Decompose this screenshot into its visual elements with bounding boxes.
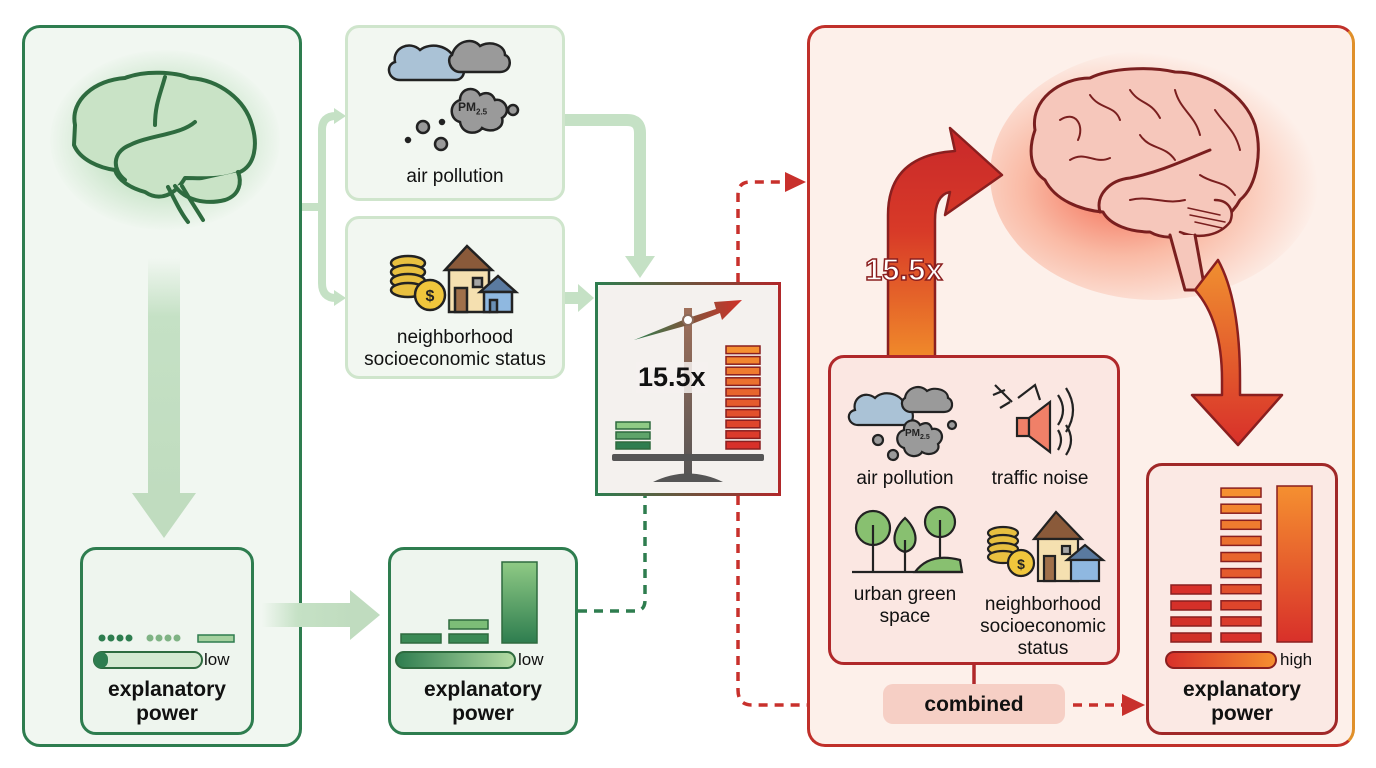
right-factor-green-space-2: space bbox=[879, 606, 931, 627]
right-factor-air-pollution: air pollution bbox=[856, 468, 954, 489]
right-power-label-1: explanatory bbox=[1183, 678, 1301, 701]
right-factor-ses-1: neighborhood bbox=[984, 594, 1102, 615]
right-power-level: high bbox=[1280, 650, 1313, 669]
right-factor-traffic-noise: traffic noise bbox=[991, 468, 1089, 489]
right-factor-ses-3: status bbox=[1017, 638, 1069, 659]
air-pollution-pm-label: PM2.5 bbox=[458, 100, 487, 116]
right-multiplier: 15.5x bbox=[864, 251, 943, 288]
dashed-connector-top-red bbox=[736, 180, 790, 282]
combined-label: combined bbox=[924, 693, 1024, 716]
left-power-label-2: power bbox=[136, 702, 198, 725]
left-power-label-1: explanatory bbox=[108, 678, 226, 701]
factor-label-neighborhood-2: socioeconomic status bbox=[364, 349, 546, 370]
arrow-ses-to-scale bbox=[565, 284, 594, 312]
factor-label-air-pollution: air pollution bbox=[406, 166, 504, 187]
right-pm-label: PM2.5 bbox=[905, 428, 930, 441]
scale-multiplier: 15.5x bbox=[636, 362, 708, 393]
factor-label-neighborhood-1: neighborhood bbox=[396, 327, 514, 348]
arrow-air-to-scale bbox=[565, 114, 655, 278]
brain-glow-red bbox=[990, 50, 1320, 300]
pm-sub: 2.5 bbox=[476, 107, 488, 117]
pm-text-right: PM bbox=[905, 428, 920, 439]
brain-glow bbox=[50, 50, 280, 230]
right-power-label-2: power bbox=[1211, 702, 1273, 725]
combined-pill bbox=[883, 684, 1065, 724]
dashed-arrowhead-top-red bbox=[785, 172, 806, 192]
left-power-level: low bbox=[204, 650, 230, 669]
pm-sub-right: 2.5 bbox=[920, 434, 930, 441]
branch-connector bbox=[302, 112, 338, 302]
dashed-connector-green bbox=[578, 496, 647, 613]
right-factor-green-space-1: urban green bbox=[853, 584, 957, 605]
middle-power-label-1: explanatory bbox=[424, 678, 542, 701]
middle-power-label-2: power bbox=[452, 702, 514, 725]
middle-power-level: low bbox=[518, 650, 544, 669]
pm-text: PM bbox=[458, 100, 476, 114]
right-factor-ses-2: socioeconomic bbox=[980, 616, 1106, 637]
